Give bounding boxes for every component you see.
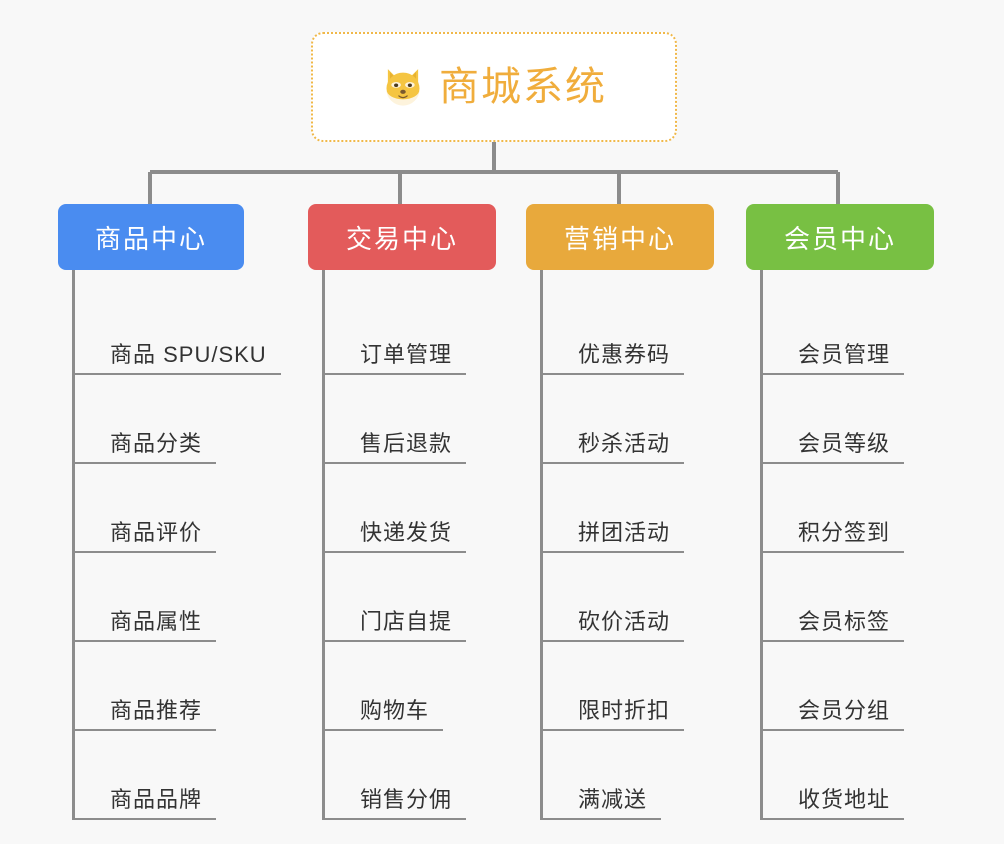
leaf-item[interactable]: 会员分组 bbox=[760, 642, 976, 731]
branch-header-3[interactable]: 营销中心 bbox=[526, 204, 714, 270]
branch-column-3: 营销中心 优惠券码 秒杀活动 拼团活动 砍价活动 限时折扣 满减送 bbox=[526, 204, 756, 820]
leaf-item[interactable]: 订单管理 bbox=[322, 286, 538, 375]
leaf-list-4: 会员管理 会员等级 积分签到 会员标签 会员分组 收货地址 bbox=[760, 270, 976, 820]
leaf-label: 门店自提 bbox=[322, 609, 467, 642]
leaf-label: 满减送 bbox=[540, 787, 662, 820]
leaf-item[interactable]: 会员管理 bbox=[760, 286, 976, 375]
leaf-label: 商品 SPU/SKU bbox=[72, 342, 281, 375]
branch-header-label: 营销中心 bbox=[563, 223, 676, 254]
leaf-item[interactable]: 销售分佣 bbox=[322, 731, 538, 820]
leaf-label: 会员标签 bbox=[760, 609, 905, 642]
leaf-label: 购物车 bbox=[322, 698, 444, 731]
leaf-item[interactable]: 优惠券码 bbox=[540, 286, 756, 375]
leaf-item[interactable]: 售后退款 bbox=[322, 375, 538, 464]
leaf-item[interactable]: 商品推荐 bbox=[72, 642, 288, 731]
root-node[interactable]: 商城系统 bbox=[311, 32, 677, 142]
leaf-item[interactable]: 限时折扣 bbox=[540, 642, 756, 731]
leaf-label: 会员管理 bbox=[760, 342, 905, 375]
leaf-item[interactable]: 商品分类 bbox=[72, 375, 288, 464]
leaf-item[interactable]: 商品 SPU/SKU bbox=[72, 286, 288, 375]
leaf-item[interactable]: 购物车 bbox=[322, 642, 538, 731]
leaf-item[interactable]: 秒杀活动 bbox=[540, 375, 756, 464]
leaf-label: 限时折扣 bbox=[540, 698, 685, 731]
branch-column-4: 会员中心 会员管理 会员等级 积分签到 会员标签 会员分组 收货地址 bbox=[746, 204, 976, 820]
leaf-label: 商品分类 bbox=[72, 431, 217, 464]
leaf-list-3: 优惠券码 秒杀活动 拼团活动 砍价活动 限时折扣 满减送 bbox=[540, 270, 756, 820]
branch-header-4[interactable]: 会员中心 bbox=[746, 204, 934, 270]
leaf-label: 订单管理 bbox=[322, 342, 467, 375]
leaf-label: 快递发货 bbox=[322, 520, 467, 553]
leaf-label: 积分签到 bbox=[760, 520, 905, 553]
branch-column-2: 交易中心 订单管理 售后退款 快递发货 门店自提 购物车 销售分佣 bbox=[308, 204, 538, 820]
leaf-item[interactable]: 收货地址 bbox=[760, 731, 976, 820]
leaf-list-2: 订单管理 售后退款 快递发货 门店自提 购物车 销售分佣 bbox=[322, 270, 538, 820]
leaf-label: 秒杀活动 bbox=[540, 431, 685, 464]
leaf-label: 售后退款 bbox=[322, 431, 467, 464]
leaf-label: 商品品牌 bbox=[72, 787, 217, 820]
leaf-label: 商品属性 bbox=[72, 609, 217, 642]
leaf-item[interactable]: 商品品牌 bbox=[72, 731, 288, 820]
branch-header-label: 商品中心 bbox=[94, 223, 207, 254]
branch-header-2[interactable]: 交易中心 bbox=[308, 204, 496, 270]
leaf-item[interactable]: 商品评价 bbox=[72, 464, 288, 553]
shiba-dog-face-icon bbox=[381, 65, 425, 109]
branch-column-1: 商品中心 商品 SPU/SKU 商品分类 商品评价 商品属性 商品推荐 商品品牌 bbox=[58, 204, 288, 820]
leaf-label: 砍价活动 bbox=[540, 609, 685, 642]
leaf-label: 拼团活动 bbox=[540, 520, 685, 553]
leaf-label: 商品推荐 bbox=[72, 698, 217, 731]
leaf-item[interactable]: 会员等级 bbox=[760, 375, 976, 464]
leaf-label: 商品评价 bbox=[72, 520, 217, 553]
branch-header-1[interactable]: 商品中心 bbox=[58, 204, 244, 270]
leaf-label: 优惠券码 bbox=[540, 342, 685, 375]
leaf-item[interactable]: 拼团活动 bbox=[540, 464, 756, 553]
root-title: 商城系统 bbox=[439, 65, 607, 109]
branch-columns: 商品中心 商品 SPU/SKU 商品分类 商品评价 商品属性 商品推荐 商品品牌… bbox=[0, 204, 1004, 844]
leaf-label: 销售分佣 bbox=[322, 787, 467, 820]
leaf-item[interactable]: 积分签到 bbox=[760, 464, 976, 553]
leaf-item[interactable]: 满减送 bbox=[540, 731, 756, 820]
branch-header-label: 会员中心 bbox=[783, 223, 896, 254]
leaf-item[interactable]: 门店自提 bbox=[322, 553, 538, 642]
leaf-item[interactable]: 会员标签 bbox=[760, 553, 976, 642]
leaf-label: 会员分组 bbox=[760, 698, 905, 731]
leaf-item[interactable]: 商品属性 bbox=[72, 553, 288, 642]
branch-header-label: 交易中心 bbox=[345, 223, 458, 254]
leaf-label: 收货地址 bbox=[760, 787, 905, 820]
leaf-label: 会员等级 bbox=[760, 431, 905, 464]
leaf-item[interactable]: 砍价活动 bbox=[540, 553, 756, 642]
leaf-list-1: 商品 SPU/SKU 商品分类 商品评价 商品属性 商品推荐 商品品牌 bbox=[72, 270, 288, 820]
leaf-item[interactable]: 快递发货 bbox=[322, 464, 538, 553]
